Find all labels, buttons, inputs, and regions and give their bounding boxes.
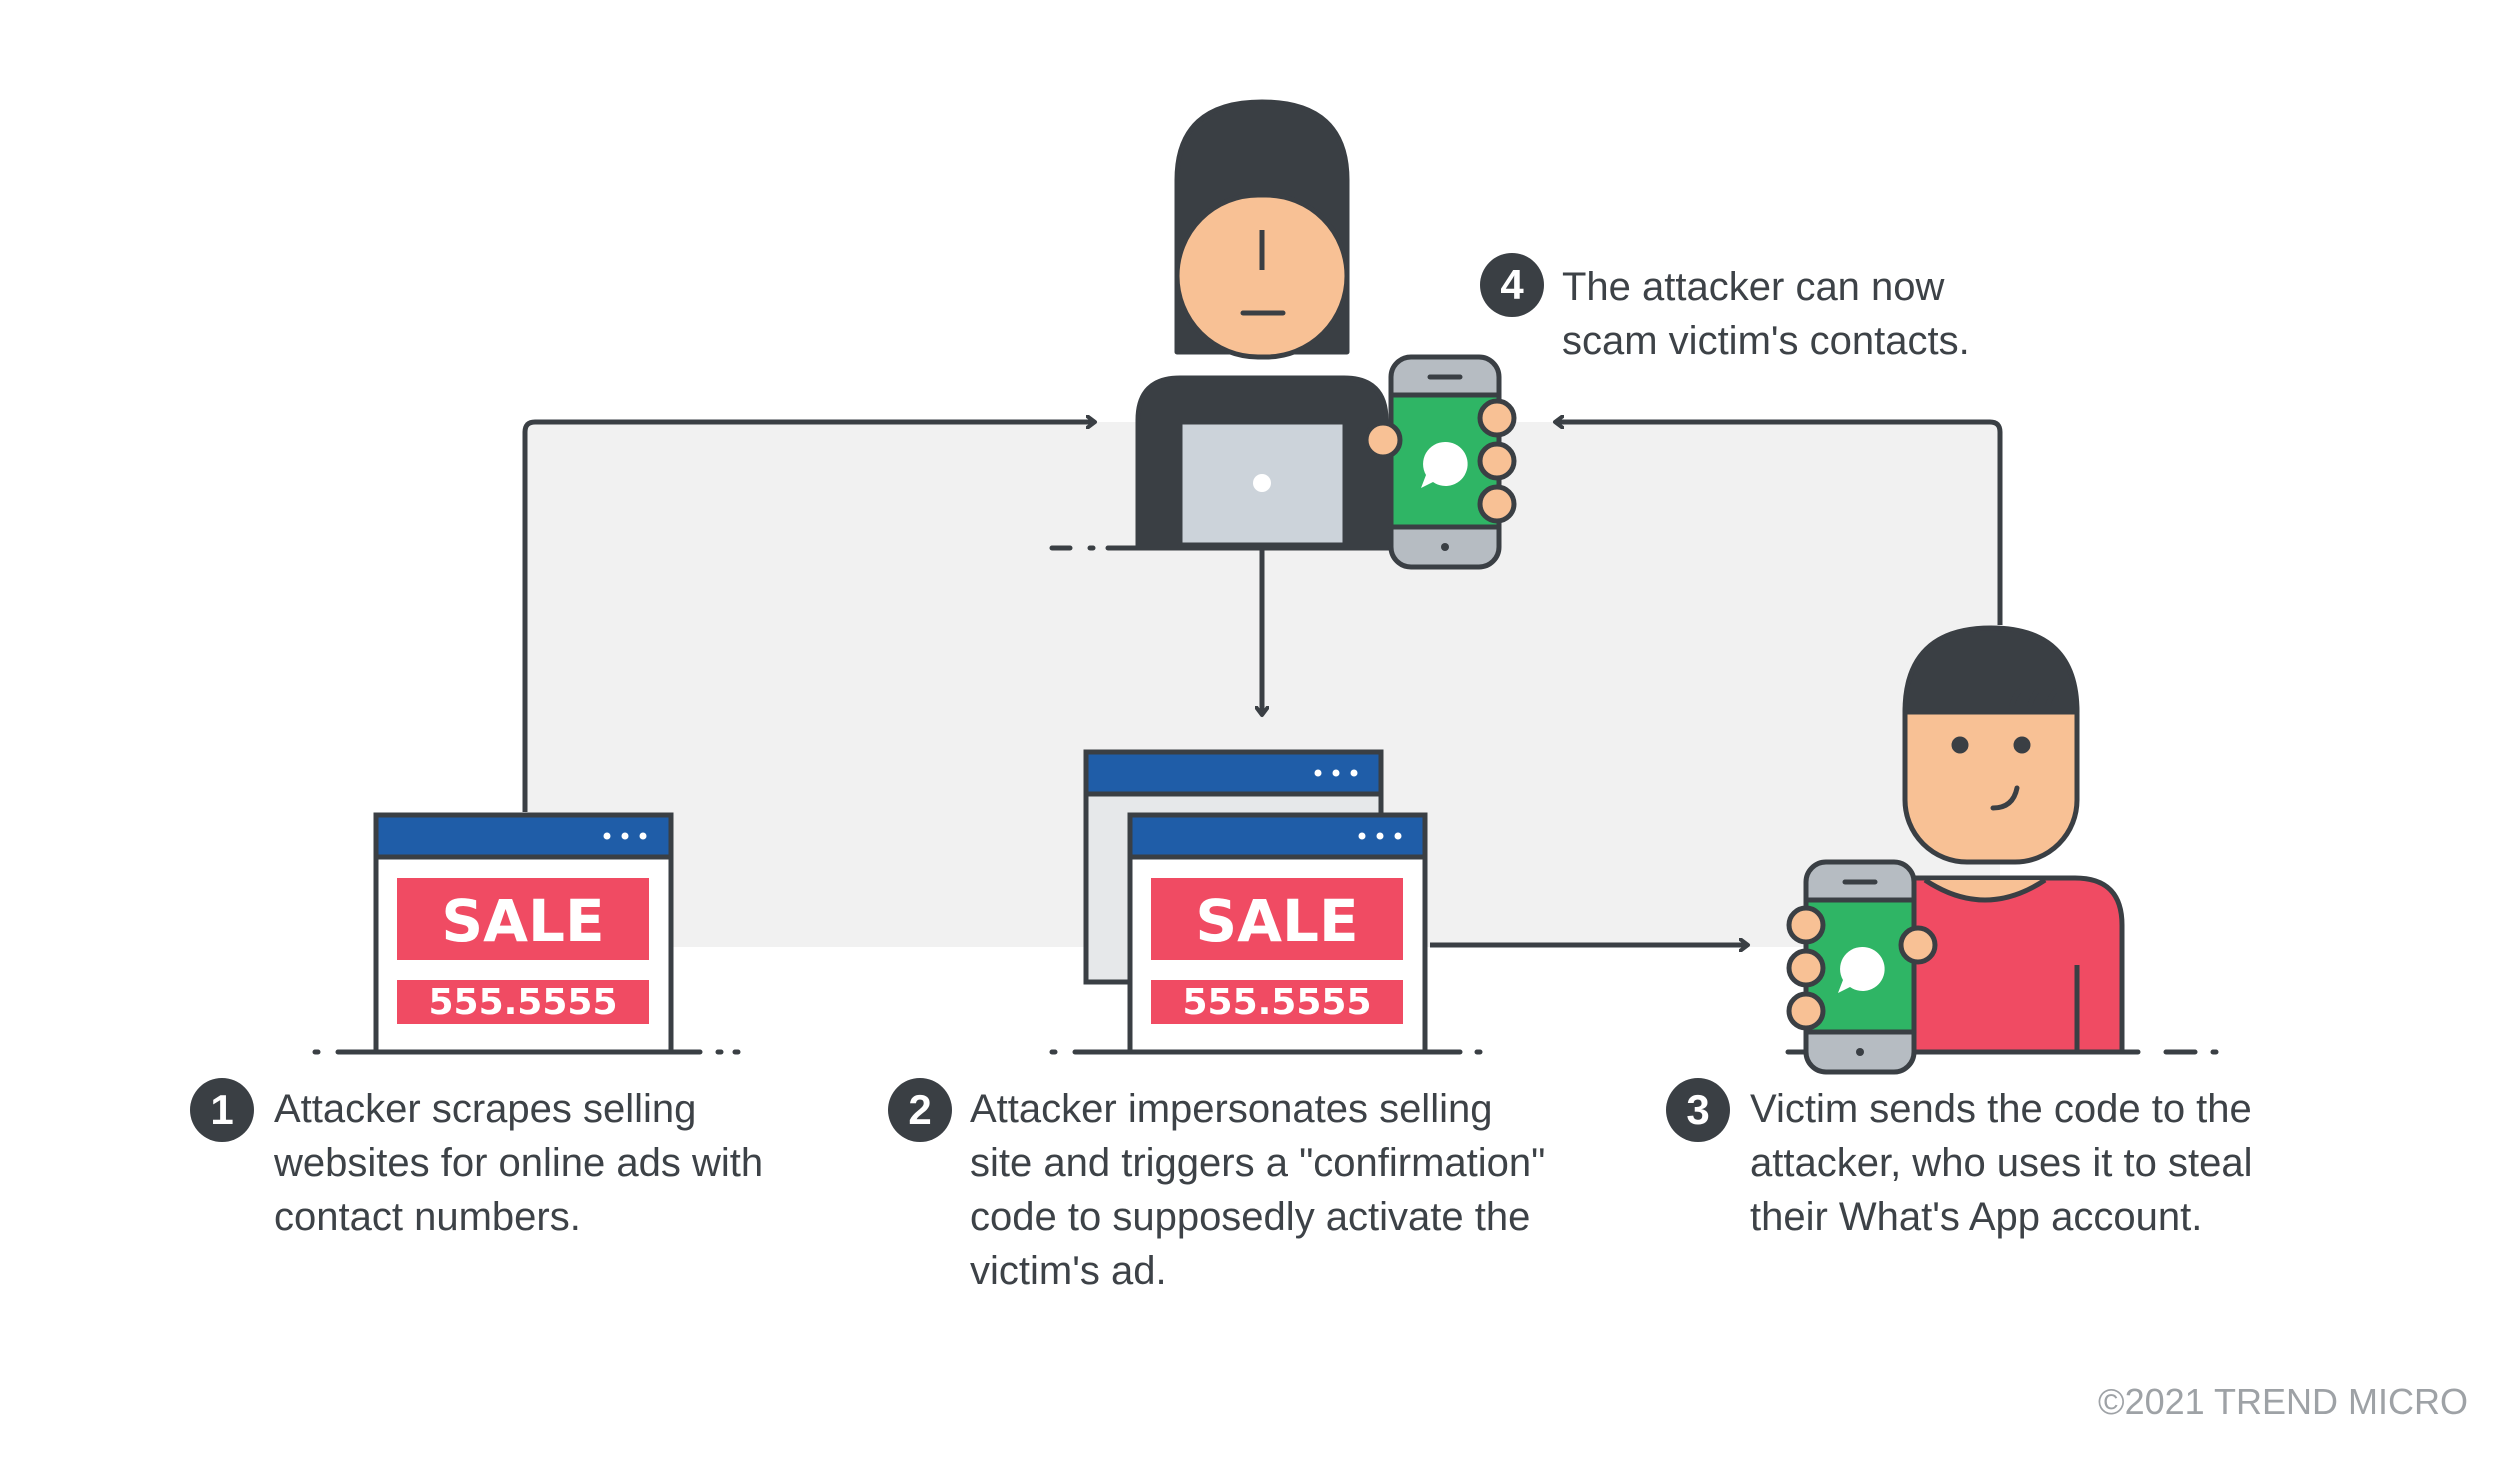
copyright: ©2021 TREND MICRO (2098, 1381, 2468, 1422)
attacker-phone-icon (1363, 354, 1517, 570)
step-3-badge: 3 (1666, 1078, 1730, 1142)
victim-collar (1923, 877, 2047, 903)
victim-figure (1786, 625, 2125, 1075)
step-1-badge: 1 (190, 1078, 254, 1142)
step-1-text: Attacker scrapes selling websites for on… (274, 1087, 764, 1239)
ad-phone-number-2: 555.5555 (1182, 982, 1371, 1023)
step-4-text: The attacker can now scam victim's conta… (1562, 265, 1970, 363)
step-2-text: Attacker impersonates selling site and t… (970, 1087, 1546, 1293)
sale-label-2: SALE (1195, 887, 1358, 955)
ad-window-1: SALE 555.5555 (373, 812, 674, 1055)
ad-phone-number: 555.5555 (428, 982, 617, 1023)
ad-window-2: SALE 555.5555 (1127, 812, 1428, 1055)
victim-hair (1902, 625, 2080, 715)
step-4-badge: 4 (1480, 253, 1544, 317)
victim-phone-icon (1786, 859, 1938, 1075)
arrow-step1-to-attacker (522, 422, 1095, 812)
attacker-face (1174, 192, 1350, 360)
arrow-victim-to-attacker (1555, 422, 2003, 625)
laptop-icon (1177, 419, 1348, 548)
attacker-figure (1135, 99, 1517, 570)
step-3-text: Victim sends the code to the attacker, w… (1750, 1087, 2253, 1239)
step-2-badge: 2 (888, 1078, 952, 1142)
sale-label: SALE (441, 887, 604, 955)
